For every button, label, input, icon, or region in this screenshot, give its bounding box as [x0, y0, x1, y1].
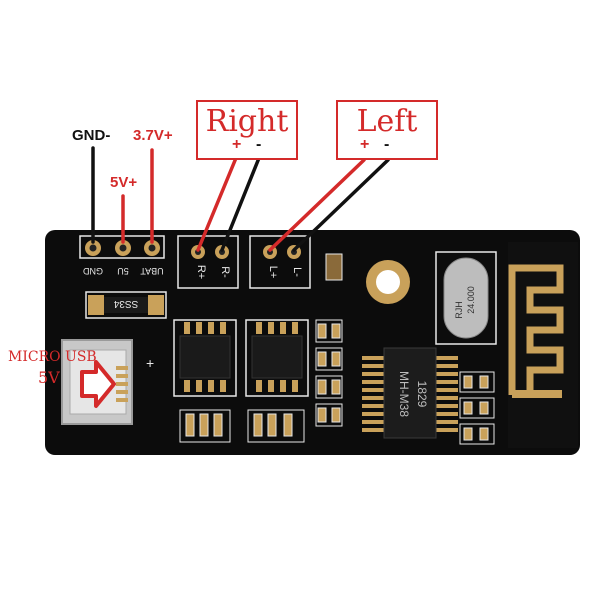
wire-left-minus	[292, 158, 390, 252]
usb-5v-label: 5V	[38, 368, 60, 387]
left-minus-label: -	[384, 136, 390, 153]
chip-code-label: 1829	[415, 381, 429, 408]
silk-vbat: UBAT	[140, 266, 164, 276]
amp-ic-right	[245, 319, 309, 397]
diode-label: SS34	[113, 298, 138, 309]
antenna-trace-icon	[508, 264, 564, 395]
silk-l-plus: L+	[267, 266, 279, 279]
right-speaker-box: Right + -	[196, 100, 298, 160]
ss34-diode	[85, 291, 167, 319]
left-speaker-box: Left + -	[336, 100, 438, 160]
right-plus-label: +	[232, 136, 242, 153]
crystal-oscillator	[435, 251, 497, 345]
wires	[91, 146, 390, 252]
wire-left-plus	[268, 158, 366, 252]
right-label: Right	[205, 104, 289, 139]
power-header	[79, 235, 165, 259]
wire-right-minus	[220, 156, 261, 252]
smd-component	[325, 253, 343, 281]
usb-arrow-icon	[80, 360, 116, 408]
silk-l-minus: L-	[291, 267, 303, 277]
usb-plus-silk: +	[146, 355, 154, 371]
silk-r-plus: R+	[195, 265, 207, 279]
amp-ic-left	[173, 319, 237, 397]
wire-right-plus	[196, 156, 238, 252]
antenna-area	[508, 242, 578, 448]
v37-plus-label: 3.7V+	[133, 127, 173, 144]
silk-r-minus: R-	[219, 266, 231, 278]
bluetooth-chip	[362, 347, 458, 439]
left-label: Left	[356, 104, 418, 139]
right-minus-label: -	[256, 136, 262, 153]
gnd-minus-label: GND-	[72, 127, 111, 144]
left-plus-label: +	[360, 136, 370, 153]
silk-gnd: GND	[83, 266, 104, 276]
v5-plus-label: 5V+	[110, 174, 138, 191]
passive-components	[179, 319, 495, 445]
crystal-top-label: RJH	[454, 301, 464, 319]
silk-5v: 5U	[117, 266, 129, 276]
crystal-freq-label: 24.000	[466, 286, 476, 314]
chip-model-label: MH-M38	[397, 371, 411, 417]
micro-usb-label: MICRO USB	[8, 349, 97, 365]
